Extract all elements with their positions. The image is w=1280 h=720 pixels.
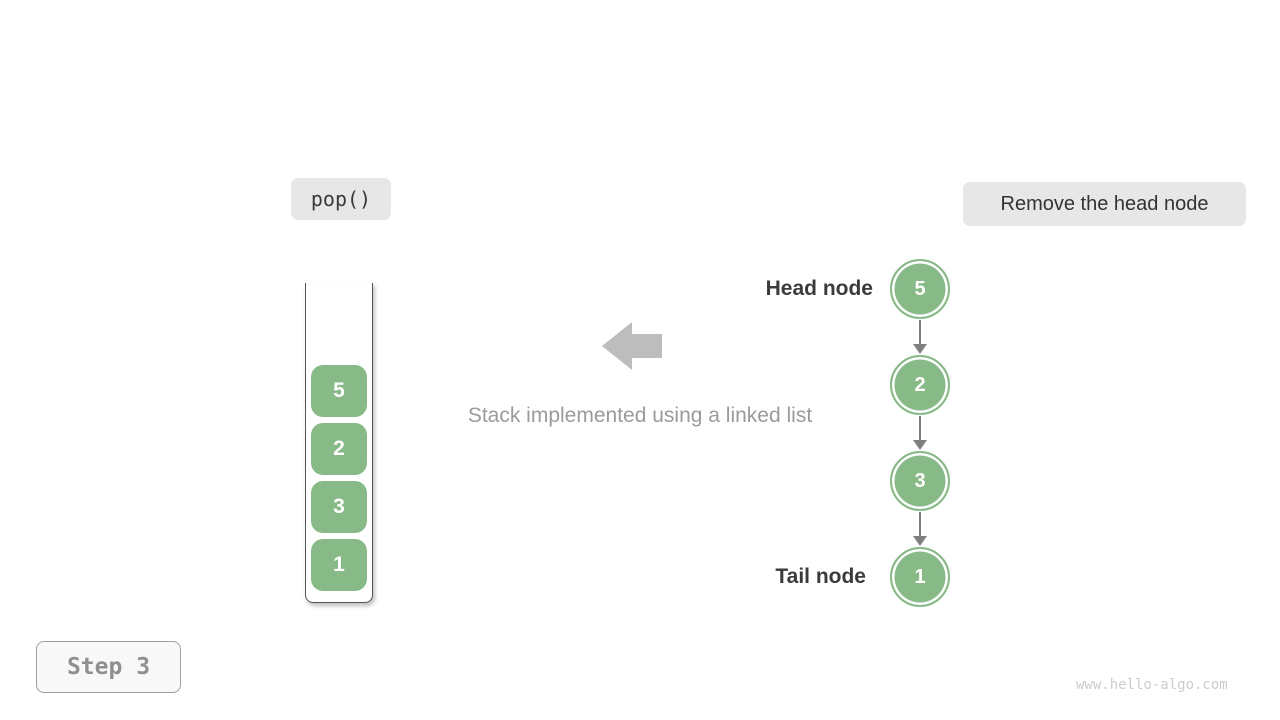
stack-item: 1: [311, 539, 367, 591]
watermark-text: www.hello-algo.com: [1076, 677, 1228, 693]
tail-node-label: Tail node: [775, 565, 866, 588]
down-arrow-icon: [913, 416, 927, 450]
left-block-arrow-head: [602, 322, 632, 370]
down-arrow-tip: [913, 536, 927, 546]
down-arrow-tip: [913, 344, 927, 354]
caption-text: Stack implemented using a linked list: [467, 404, 813, 427]
left-block-arrow-icon: [602, 322, 662, 370]
pop-operation-label: pop(): [310, 187, 372, 211]
stack-item: 5: [311, 365, 367, 417]
head-node-label: Head node: [765, 277, 873, 300]
linked-list-node: 2: [890, 355, 950, 415]
step-badge-label: Step 3: [66, 654, 151, 680]
down-arrow-icon: [913, 512, 927, 546]
remove-head-node-label: Remove the head node: [1000, 192, 1209, 215]
down-arrow-tip: [913, 440, 927, 450]
down-arrow-stem: [918, 512, 922, 538]
down-arrow-stem: [918, 320, 922, 346]
down-arrow-icon: [913, 320, 927, 354]
remove-head-node-badge: Remove the head node: [963, 182, 1246, 226]
linked-list-node: 1: [890, 547, 950, 607]
down-arrow-stem: [918, 416, 922, 442]
stack-container: 5 2 3 1: [305, 283, 373, 603]
left-block-arrow-tail: [632, 334, 662, 358]
pop-operation-badge: pop(): [291, 178, 391, 220]
step-badge: Step 3: [36, 641, 181, 693]
linked-list-node: 5: [890, 259, 950, 319]
stack-item: 2: [311, 423, 367, 475]
stack-item: 3: [311, 481, 367, 533]
linked-list-node: 3: [890, 451, 950, 511]
